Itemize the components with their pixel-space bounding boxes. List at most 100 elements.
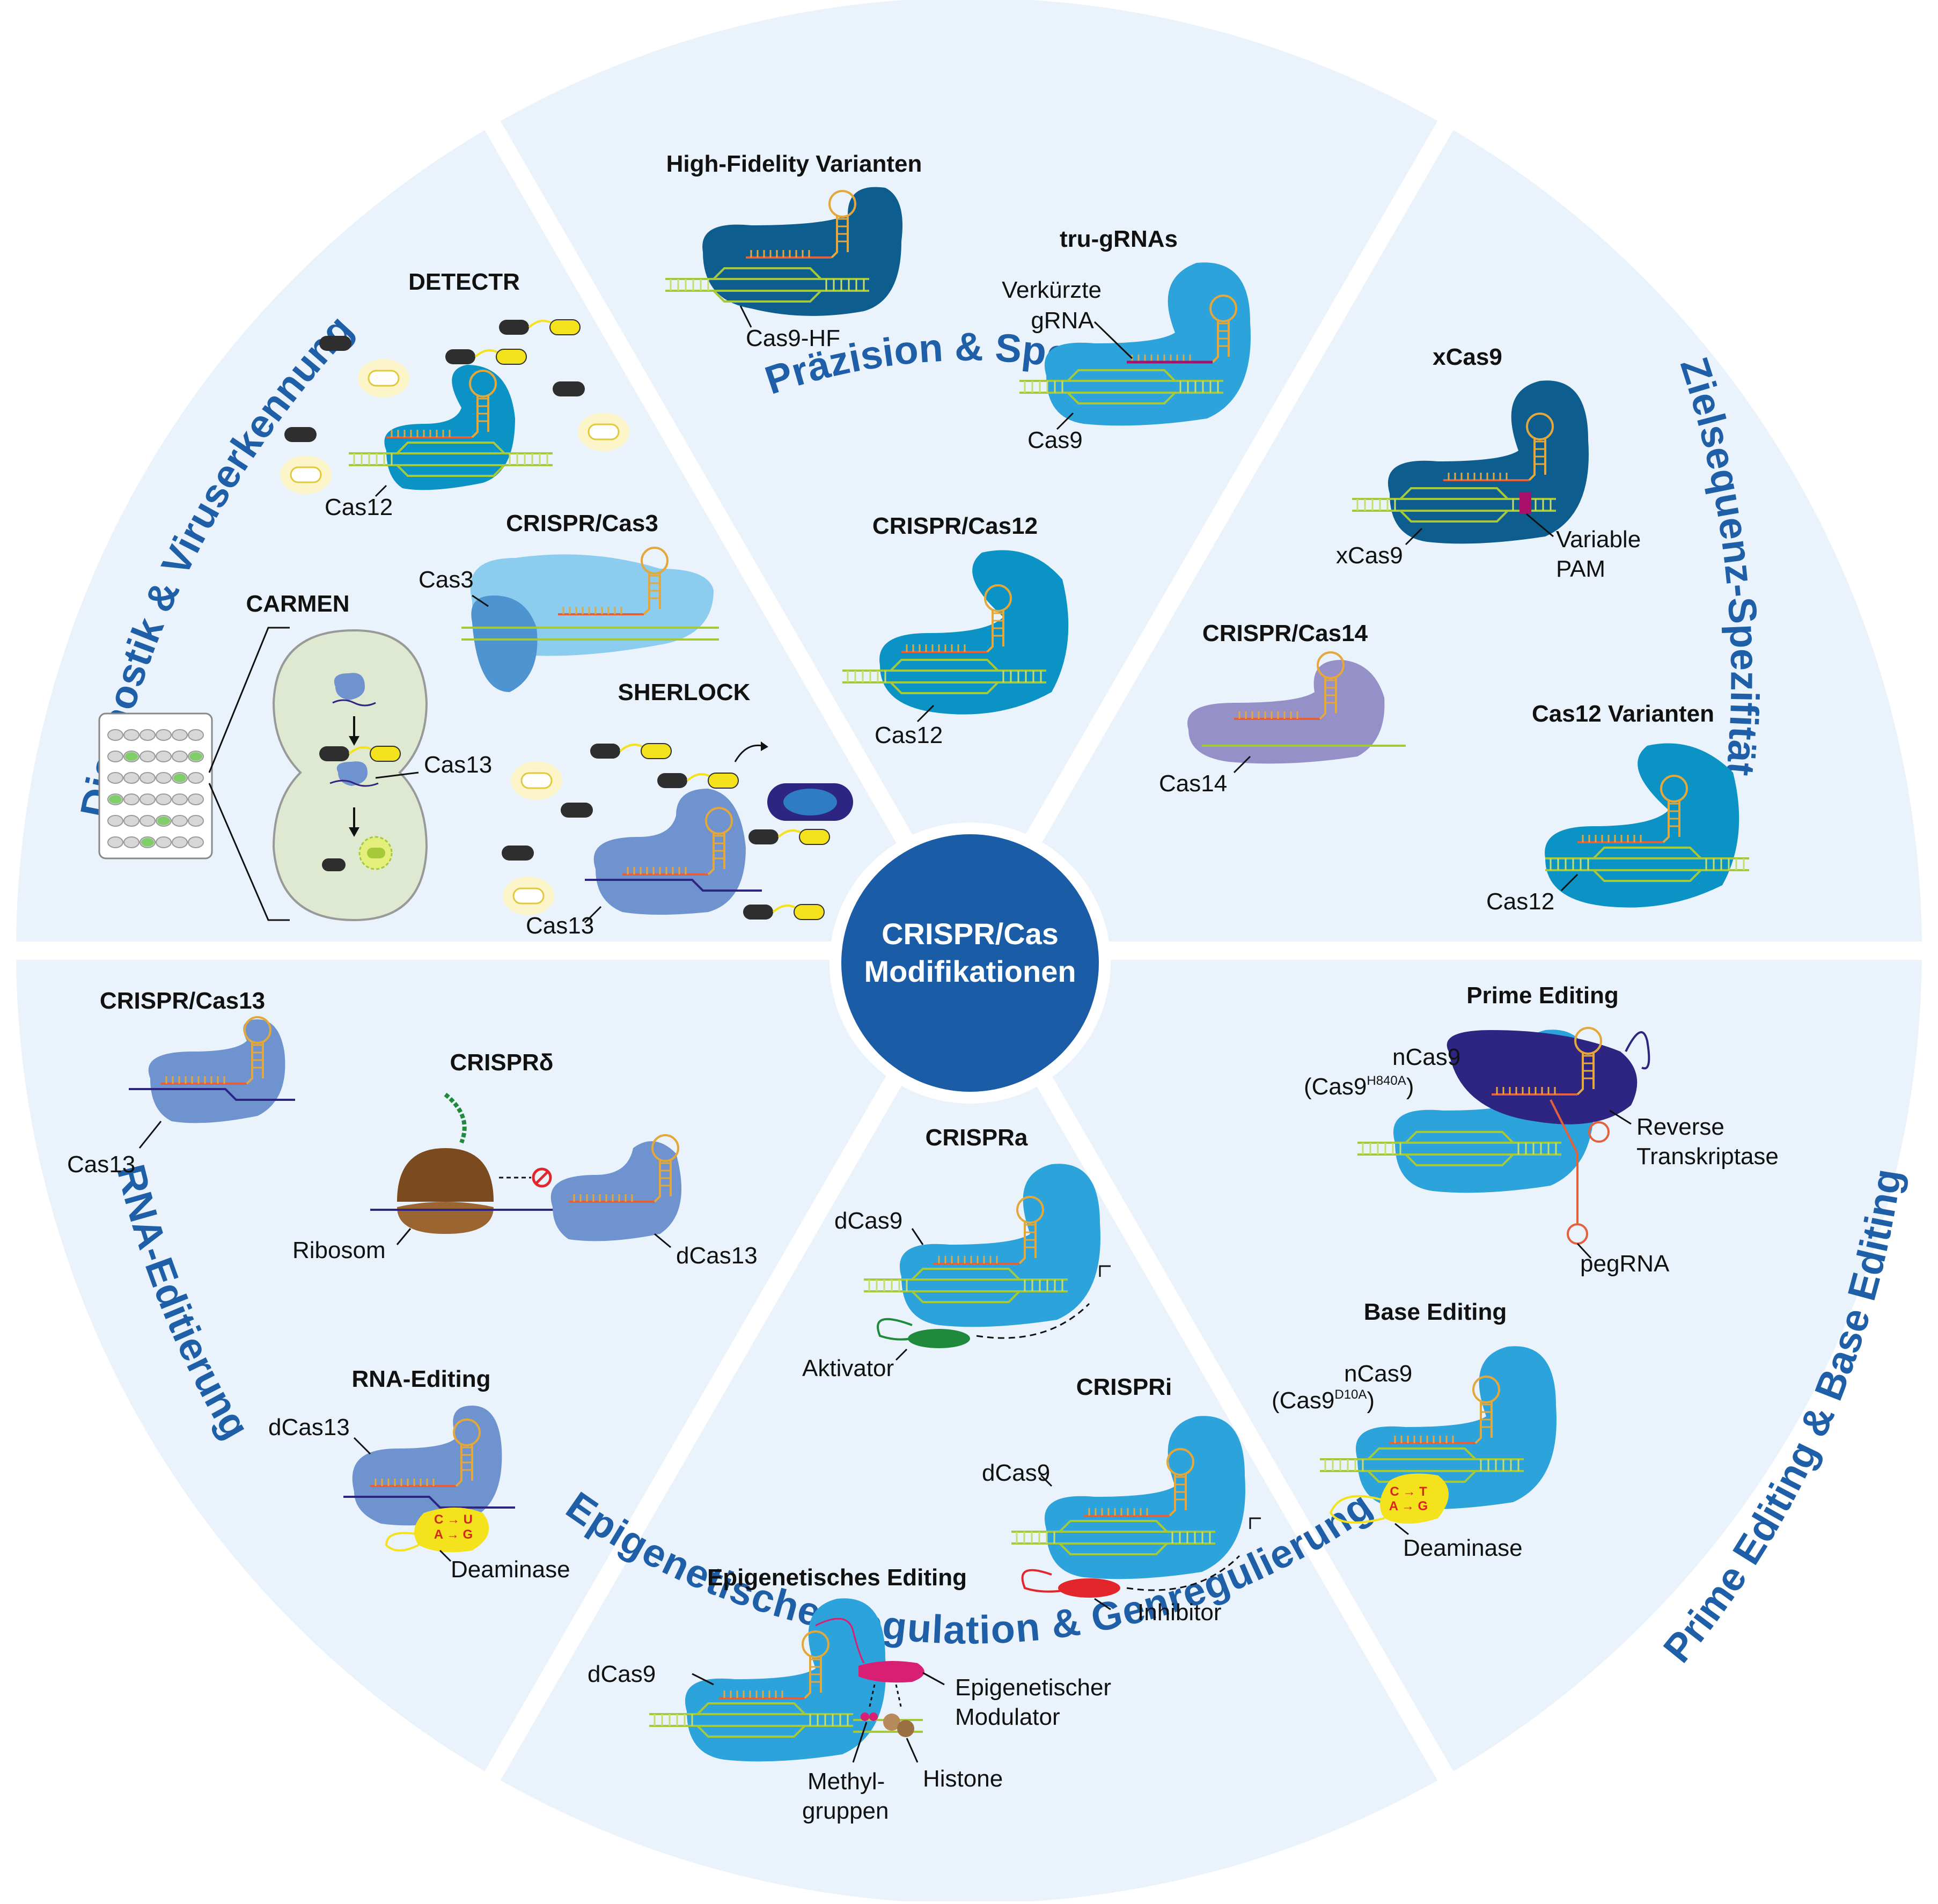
label-cas13-sherlock: Cas13	[526, 913, 594, 939]
header-crisprdelta: CRISPRδ	[450, 1049, 554, 1076]
label-deaminase-base: Deaminase	[1403, 1535, 1523, 1561]
label-variable: Variable	[1556, 526, 1641, 553]
header-carmen: CARMEN	[246, 591, 349, 617]
label-inhibitor: Inhibitor	[1137, 1599, 1222, 1626]
panel-crispri: CRISPRi dCas9 Inhibitor	[982, 1374, 1261, 1626]
header-cas14: CRISPR/Cas14	[1202, 620, 1368, 646]
header-prime-editing: Prime Editing	[1466, 982, 1619, 1009]
header-cas12-variants: Cas12 Varianten	[1532, 701, 1714, 727]
ribosome-large	[397, 1148, 494, 1202]
label-histone: Histone	[923, 1766, 1003, 1792]
center-title-line1: CRISPR/Cas	[882, 917, 1059, 951]
cas13-protein-rna	[148, 1019, 285, 1123]
header-cas13-rna: CRISPR/Cas13	[100, 988, 265, 1014]
deaminase-rna	[414, 1508, 489, 1553]
xcas9-protein	[1388, 380, 1589, 544]
panel-crisprdelta: CRISPRδ Ribosom dCas13	[292, 1049, 758, 1269]
base-c-to-t: C → T	[1390, 1484, 1427, 1499]
header-sherlock: SHERLOCK	[618, 679, 751, 705]
base-a-to-g: A → G	[1389, 1499, 1428, 1513]
label-dcas9-crispri: dCas9	[982, 1460, 1050, 1486]
panel-carmen: CARMEN Cas13	[98, 591, 492, 922]
dcas9-epigenetic	[685, 1598, 886, 1762]
panel-crispra: CRISPRa dCas9 Aktivator	[802, 1124, 1111, 1381]
histone-1	[883, 1714, 900, 1731]
dcas9-crispra	[899, 1164, 1100, 1327]
label-cas9: Cas9	[1027, 427, 1083, 453]
header-rna-editing: RNA-Editing	[351, 1366, 490, 1392]
header-cas12-top: CRISPR/Cas12	[872, 513, 1038, 539]
header-epigenetic-editing: Epigenetisches Editing	[707, 1564, 967, 1591]
epigenetic-modulator	[858, 1661, 924, 1683]
deaminase-base	[1380, 1473, 1449, 1524]
label-dcas13-rna-editing: dCas13	[268, 1414, 350, 1440]
label-cas12-detectr: Cas12	[325, 494, 393, 520]
activator	[908, 1329, 970, 1348]
label-cas14: Cas14	[1159, 770, 1227, 797]
panel-cas3: CRISPR/Cas3 Cas3	[419, 510, 719, 692]
header-tru-grnas: tru-gRNAs	[1060, 226, 1178, 252]
panel-cas14: CRISPR/Cas14 Cas14	[1159, 620, 1406, 797]
label-verkuerzte: Verkürzte	[1002, 277, 1102, 303]
cas12-protein-top	[879, 550, 1069, 715]
label-aktivator: Aktivator	[802, 1355, 894, 1381]
center-circle	[841, 834, 1099, 1092]
header-cas3: CRISPR/Cas3	[506, 510, 658, 536]
label-ncas9-base: nCas9	[1344, 1361, 1412, 1387]
panel-tru-grnas: tru-gRNAs Verkürzte gRNA Cas9	[1002, 226, 1251, 453]
histone-2	[897, 1720, 914, 1737]
positive-wells	[109, 752, 202, 847]
label-dcas9-crispra: dCas9	[834, 1208, 902, 1234]
panel-rna-editing: RNA-Editing C → U A → G dCas13 Deaminase	[268, 1366, 570, 1583]
label-grna: gRNA	[1031, 307, 1094, 334]
label-ribosom: Ribosom	[292, 1237, 386, 1263]
panel-cas12-top: CRISPR/Cas12 Cas12	[841, 513, 1069, 748]
panel-cas12-variants: Cas12 Varianten Cas12	[1486, 701, 1750, 915]
label-cas12-variant: Cas12	[1486, 888, 1554, 915]
center-title-line2: Modifikationen	[864, 954, 1076, 988]
label-gruppen: gruppen	[802, 1798, 889, 1824]
header-crispra: CRISPRa	[926, 1124, 1028, 1151]
cas3-protein	[471, 596, 538, 692]
label-cas13-carmen: Cas13	[424, 752, 492, 778]
label-cas13-rna: Cas13	[67, 1151, 135, 1178]
label-cas9-hf: Cas9-HF	[746, 325, 840, 351]
panel-epigenetic-editing: Epigenetisches Editing dCas9 Epigenetisc…	[588, 1564, 1111, 1824]
label-modulator: Modulator	[955, 1704, 1060, 1730]
label-deaminase-rna: Deaminase	[451, 1556, 570, 1583]
panel-xcas9: xCas9 xCas9 Variable PAM	[1336, 344, 1641, 582]
label-epigenetischer: Epigenetischer	[955, 1674, 1111, 1701]
header-high-fidelity: High-Fidelity Varianten	[666, 151, 922, 177]
label-reverse: Reverse	[1636, 1114, 1724, 1140]
label-dcas13: dCas13	[676, 1243, 758, 1269]
header-base-editing: Base Editing	[1364, 1299, 1507, 1325]
base-a-to-g-rna: A → G	[434, 1527, 473, 1542]
label-methyl: Methyl-	[808, 1768, 885, 1795]
label-transkriptase: Transkriptase	[1636, 1143, 1779, 1170]
cas9-protein-tru	[1044, 262, 1251, 426]
label-pam: PAM	[1556, 556, 1605, 582]
dcas13-protein-rna-editing	[352, 1406, 502, 1526]
panel-prime-editing: Prime Editing nCas9 (Cas9H840A) Reverse …	[1304, 982, 1779, 1277]
label-xcas9: xCas9	[1336, 542, 1403, 569]
panel-base-editing: Base Editing C → T A → G nCas9 (Cas9D10A…	[1272, 1299, 1557, 1561]
header-detectr: DETECTR	[408, 269, 520, 295]
panel-high-fidelity: High-Fidelity Varianten Cas9-HF	[664, 151, 922, 351]
inhibitor	[1058, 1578, 1120, 1598]
label-pegrna: pegRNA	[1580, 1251, 1670, 1277]
cas12-variant-protein	[1545, 743, 1739, 908]
label-cas9-h840a: (Cas9H840A)	[1304, 1074, 1414, 1100]
dcas13-protein	[550, 1141, 681, 1241]
label-cas12-top: Cas12	[875, 722, 943, 748]
label-dcas9-epigenetic: dCas9	[588, 1661, 656, 1687]
header-xcas9: xCas9	[1433, 344, 1502, 370]
label-cas9-d10a: (Cas9D10A)	[1272, 1387, 1375, 1414]
panel-cas13-rna: CRISPR/Cas13 Cas13	[67, 988, 295, 1178]
label-ncas9-prime: nCas9	[1392, 1044, 1460, 1070]
base-c-to-u: C → U	[434, 1512, 473, 1527]
cas13-protein-sherlock	[593, 789, 746, 915]
ncas9-protein-base	[1355, 1346, 1557, 1510]
block-icon	[532, 1167, 552, 1188]
